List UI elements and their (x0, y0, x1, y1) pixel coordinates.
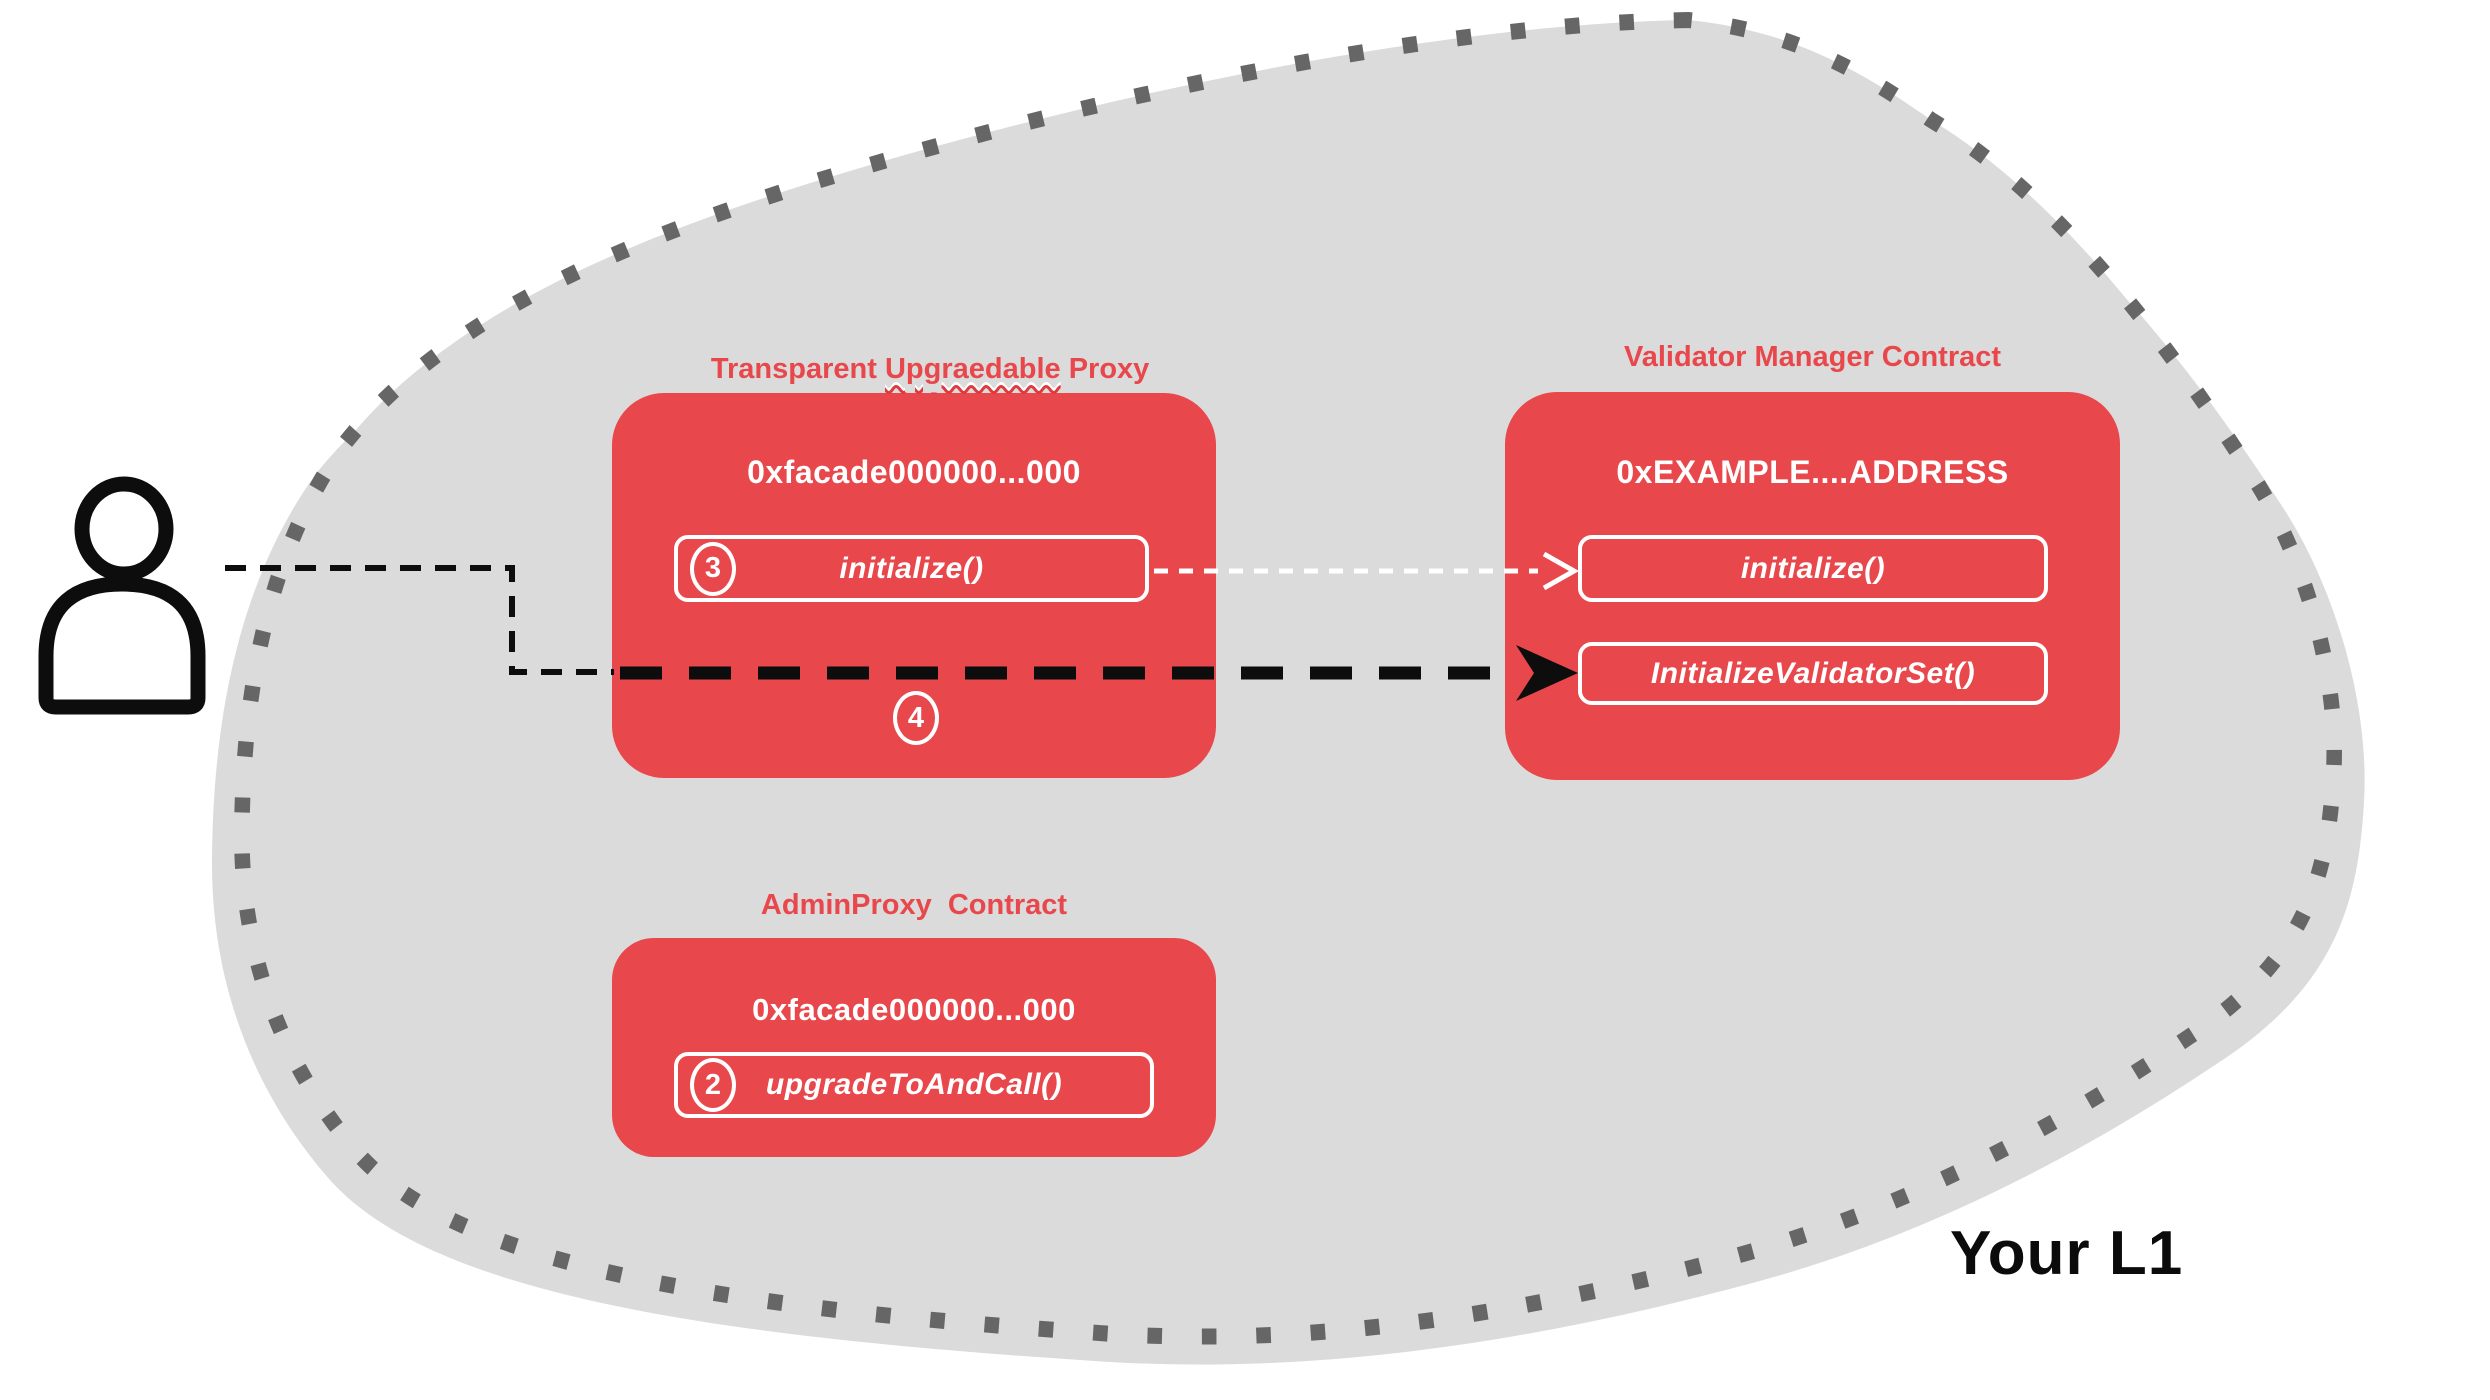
your-l1-label: Your L1 (1950, 1219, 2184, 1288)
person-icon (38, 476, 206, 715)
validator-manager-title: Validator Manager Contract (1623, 341, 2002, 373)
admin-proxy-contract-address: 0xfacade000000...000 (752, 992, 1076, 1027)
admin-upgrade-to-and-call-method: 2 upgradeToAndCall() (674, 1052, 1154, 1118)
validator-initialize-method: initialize() (1578, 535, 2048, 602)
user-call-dashed-connector (225, 565, 614, 675)
initialize-validator-set-label: InitializeValidatorSet() (1650, 656, 1976, 690)
step-4-badge: 4 (893, 691, 939, 745)
proxy-initialize-method: 3 initialize() (674, 535, 1149, 602)
validator-manager-contract-box (1505, 392, 2120, 780)
validator-initialize-validator-set-method: InitializeValidatorSet() (1578, 642, 2048, 705)
upgrade-to-and-call-label: upgradeToAndCall() (765, 1068, 1063, 1101)
proxy-contract-address: 0xfacade000000...000 (747, 454, 1081, 490)
spellcheck-squiggle: Upgraedable (884, 353, 1061, 385)
proxy-title-line1: Transparent Upgraedable Proxy (710, 353, 1150, 385)
step-3-badge: 3 (690, 541, 736, 596)
proxy-title-line2: Contract (Storage) (802, 429, 1058, 461)
admin-proxy-title: AdminProxy Contract (760, 889, 1068, 921)
validator-initialize-label: initialize() (1740, 551, 1886, 585)
admin-proxy-contract-box (612, 938, 1216, 1157)
step-2-badge: 2 (690, 1058, 736, 1112)
transparent-proxy-title: Transparent Upgraedable Proxy Contract (… (612, 312, 1216, 502)
validator-contract-address: 0xEXAMPLE....ADDRESS (1616, 454, 2009, 490)
proxy-initialize-label: initialize() (839, 551, 984, 585)
